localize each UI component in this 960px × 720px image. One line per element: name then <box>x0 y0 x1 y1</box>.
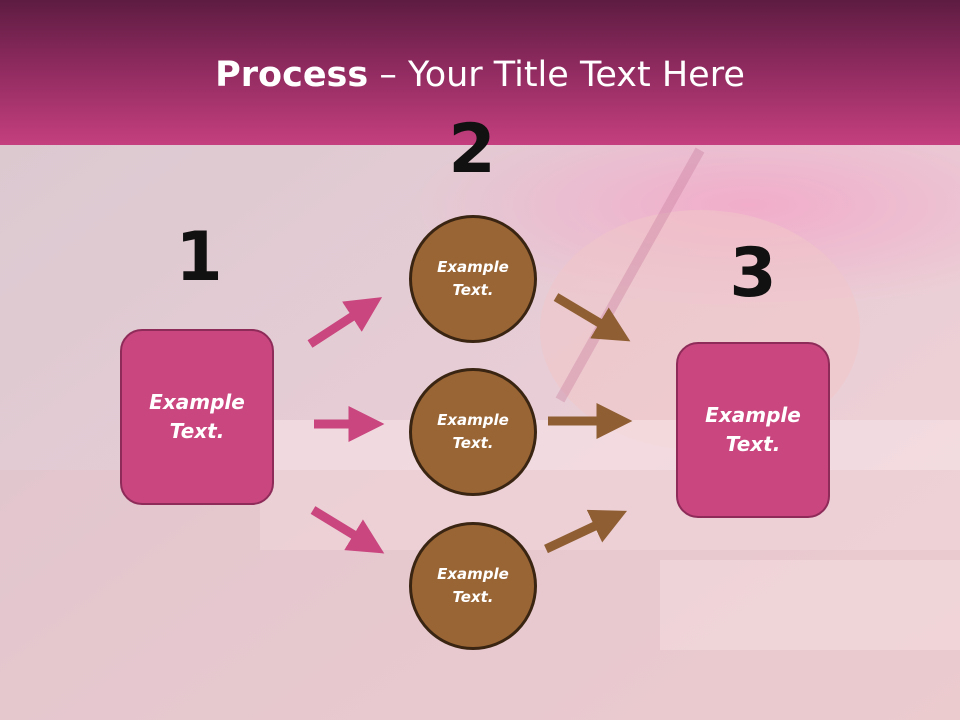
title-banner: Process – Your Title Text Here <box>0 0 960 145</box>
arrow-from-circle-bottom <box>544 509 628 554</box>
right-box-label: Example Text. <box>705 403 801 456</box>
arrow-to-circle-top <box>307 297 383 348</box>
step-number-1: 1 <box>175 218 223 297</box>
arrow-to-circle-bottom <box>310 506 385 554</box>
arrow-from-circle-top <box>553 293 631 342</box>
title-rest: – Your Title Text Here <box>368 55 745 95</box>
circle-bottom: Example Text. <box>409 522 537 650</box>
step-number-3: 3 <box>729 234 777 313</box>
step-number-2: 2 <box>448 110 496 189</box>
title-bold: Process <box>215 55 369 95</box>
circle-middle-label: Example Text. <box>437 411 509 452</box>
circle-top: Example Text. <box>409 215 537 343</box>
circle-top-label: Example Text. <box>437 258 509 299</box>
circle-bottom-label: Example Text. <box>437 565 509 606</box>
slide-title: Process – Your Title Text Here <box>0 55 960 95</box>
circle-middle: Example Text. <box>409 368 537 496</box>
right-process-box: Example Text. <box>676 342 830 518</box>
left-process-box: Example Text. <box>120 329 274 505</box>
left-box-label: Example Text. <box>149 390 245 443</box>
